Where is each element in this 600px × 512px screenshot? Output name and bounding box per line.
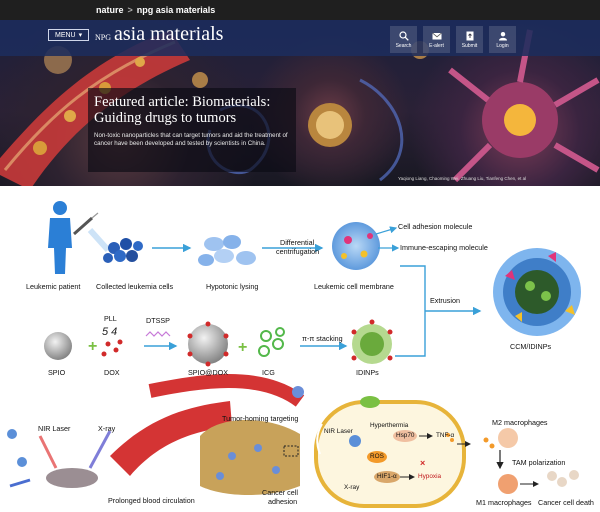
- lysed-cells-cluster: [198, 235, 256, 266]
- tumor-microenvironment-panel: ×: [7, 374, 579, 508]
- top-bar: nature > npg asia materials: [0, 0, 600, 20]
- mouse-body: [46, 468, 98, 488]
- label-m1: M1 macrophages: [476, 498, 532, 507]
- label-pll: PLL: [104, 314, 117, 323]
- label-tam: TAM polarization: [512, 458, 566, 467]
- featured-article-title[interactable]: Featured article: Biomaterials: Guiding …: [94, 94, 271, 126]
- search-button[interactable]: Search: [390, 26, 417, 53]
- ccm-idinps-particle: [493, 248, 581, 336]
- plus-sign-2: +: [238, 339, 247, 356]
- label-hyperthermia: Hyperthermia: [370, 422, 409, 429]
- dox-molecules: [101, 339, 123, 357]
- label-spio-dox: SPIO@DOX: [188, 368, 229, 377]
- patient-figure: [48, 201, 72, 274]
- tumor-cell-outline: [314, 400, 466, 508]
- leukemia-cells-cluster: [103, 238, 143, 263]
- svg-text:×: ×: [420, 458, 425, 468]
- label-differential: Differential: [280, 238, 315, 247]
- label-hypoxia: Hypoxia: [418, 473, 442, 480]
- featured-article-card[interactable]: Featured article: Biomaterials: Guiding …: [88, 88, 296, 172]
- logo-prefix: NPG: [95, 33, 112, 42]
- nature-link[interactable]: nature: [96, 5, 124, 15]
- label-prolonged-circulation: Prolonged blood circulation: [108, 496, 195, 505]
- label-icg: ICG: [262, 368, 275, 377]
- spio-dox-particle: [187, 321, 229, 367]
- label-immune-escaping: Immune-escaping molecule: [400, 243, 488, 252]
- label-leukemic-patient: Leukemic patient: [26, 282, 81, 291]
- label-nir-laser-cell: NIR Laser: [324, 428, 353, 435]
- dead-cancer-cells: [547, 470, 579, 487]
- journal-logo[interactable]: NPG asia materials: [95, 23, 223, 46]
- label-tnf: TNF-α: [436, 432, 455, 439]
- label-cancer-cell: Cancer cell: [262, 488, 298, 497]
- label-hsp70: Hsp70: [396, 432, 415, 439]
- label-collected-cells: Collected leukemia cells: [96, 282, 174, 291]
- label-leukemic-membrane: Leukemic cell membrane: [314, 282, 394, 291]
- schematic-figure: + 5 4 +: [0, 186, 600, 512]
- label-m2: M2 macrophages: [492, 418, 548, 427]
- search-icon: [398, 30, 409, 41]
- breadcrumb-separator: >: [127, 5, 133, 15]
- label-cancer-death: Cancer cell death: [538, 498, 594, 507]
- ros-badge: [367, 451, 387, 463]
- upload-icon: [466, 31, 473, 40]
- header-toolbar: Search E-alert Submit Login: [390, 26, 516, 53]
- plus-sign-1: +: [88, 338, 97, 355]
- label-adhesion: adhesion: [268, 497, 298, 506]
- cell-membrane-vesicle: [332, 222, 380, 270]
- label-nir-laser: NIR Laser: [38, 424, 71, 433]
- menu-button[interactable]: MENU ▾: [48, 29, 90, 41]
- mail-icon: [431, 32, 442, 39]
- dtssp-linker: [145, 331, 171, 337]
- tumor-tissue: [200, 420, 300, 495]
- extrusion-bracket: [395, 265, 426, 357]
- label-hypotonic-lysing: Hypotonic lysing: [206, 282, 259, 291]
- ealert-button[interactable]: E-alert: [423, 26, 450, 53]
- idinps-particle: [351, 319, 393, 364]
- schematic-graphics: + 5 4 +: [7, 201, 581, 508]
- arrow-adhesion: [375, 226, 398, 235]
- syringe-icon: [73, 212, 99, 236]
- featured-article-summary: Non-toxic nanoparticles that can target …: [94, 132, 288, 147]
- image-credit: Yaqiong Liang, Chaoming Wei, Zhuang Liu,…: [398, 176, 527, 181]
- journal-link[interactable]: npg asia materials: [136, 5, 216, 15]
- m1-macrophage: [498, 474, 518, 494]
- label-hif: HIF1-α: [377, 473, 397, 480]
- label-ros: ROS: [370, 453, 384, 460]
- label-extrusion: Extrusion: [430, 296, 460, 305]
- submit-button[interactable]: Submit: [456, 26, 483, 53]
- hsp70-badge: [393, 430, 417, 442]
- ealert-label: E-alert: [429, 42, 444, 49]
- user-icon: [498, 31, 507, 40]
- login-label: Login: [496, 42, 509, 49]
- hif-badge: [374, 471, 400, 483]
- label-ccm-idinps: CCM/IDINPs: [510, 342, 552, 351]
- label-pi-stacking: π-π stacking: [302, 334, 343, 343]
- label-cell-adhesion: Cell adhesion molecule: [398, 222, 473, 231]
- logo-text: asia materials: [114, 23, 224, 45]
- label-dtssp: DTSSP: [146, 316, 170, 325]
- spio-sphere: [44, 332, 72, 360]
- search-label: Search: [395, 42, 412, 49]
- label-centrifugation: centrifugation: [276, 247, 320, 256]
- menu-label: MENU: [55, 31, 76, 39]
- label-idinps: IDINPs: [356, 368, 379, 377]
- login-button[interactable]: Login: [489, 26, 516, 53]
- pll-symbol: 5 4: [102, 326, 117, 338]
- label-dox: DOX: [104, 368, 120, 377]
- chevron-down-icon: ▾: [78, 32, 83, 39]
- label-tumor-homing: Tumor-homing targeting: [222, 414, 299, 423]
- label-xray: X-ray: [98, 424, 116, 433]
- submit-label: Submit: [461, 42, 478, 49]
- m2-macrophage: [498, 428, 518, 448]
- label-spio: SPIO: [48, 368, 66, 377]
- label-xray-cell: X-ray: [344, 484, 360, 491]
- icg-molecules: [258, 327, 285, 357]
